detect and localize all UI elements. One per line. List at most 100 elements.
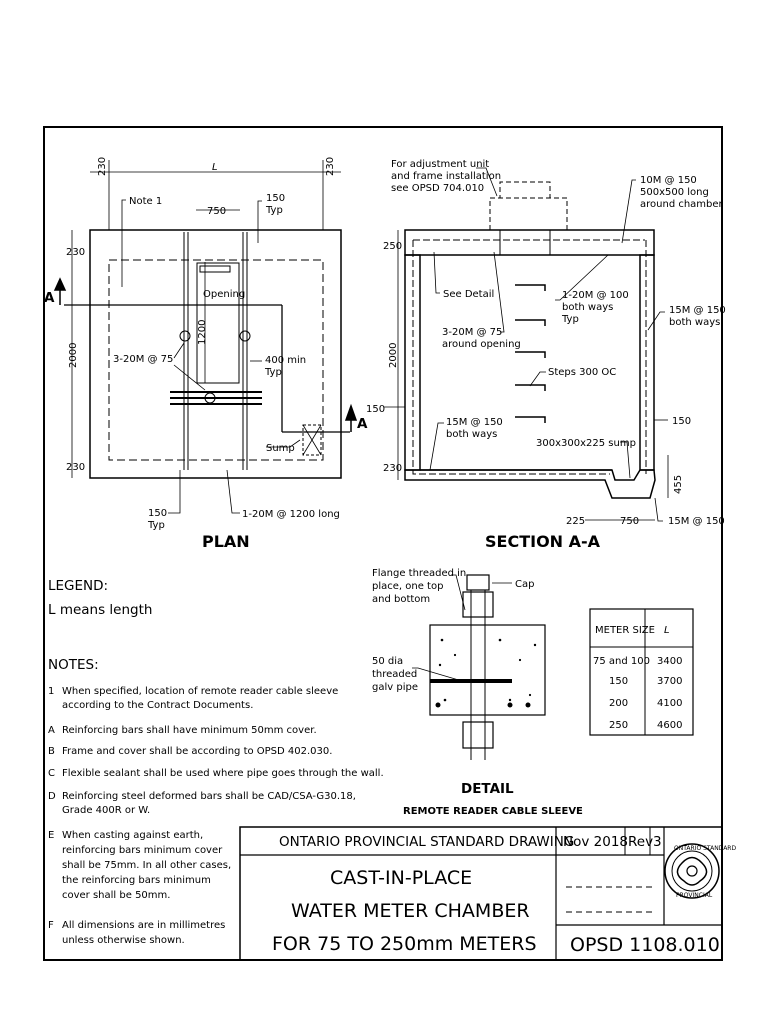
notes-heading: NOTES: (48, 657, 99, 673)
plan-section-marker-right: A (344, 403, 368, 432)
section-15m-bottom: 15M @ 150 (668, 516, 725, 527)
detail-wall (429, 624, 546, 716)
section-dim-2000: 2000 (388, 343, 399, 368)
note-key: 1 (48, 686, 54, 697)
section-dim-225: 225 (566, 516, 585, 527)
note-line: Reinforcing bars shall have minimum 50mm… (62, 725, 317, 736)
meter-table-cell: 4100 (657, 698, 682, 709)
plan-inner-wall (108, 259, 324, 461)
detail-title: DETAIL (461, 781, 514, 797)
plan-dim-length: L (212, 162, 218, 173)
section-dim-230: 230 (383, 463, 402, 474)
section-step (515, 384, 546, 391)
section-note-10m-3: around chamber (640, 199, 724, 210)
detail-flange-1: Flange threaded in (372, 568, 466, 579)
section-note-10m-2: 500x500 long (640, 187, 709, 198)
seal-text-top: ONTARIO STANDARD (674, 845, 736, 852)
detail-view (412, 574, 546, 760)
section-1-20m-100-1: 1-20M @ 100 (562, 290, 629, 301)
note-line: the reinforcing bars minimum (62, 875, 211, 886)
plan-1-20m: 1-20M @ 1200 long (242, 509, 340, 520)
note-line: When specified, location of remote reade… (62, 686, 338, 697)
section-title: SECTION A-A (485, 532, 601, 551)
note-line: cover shall be 50mm. (62, 890, 170, 901)
drawing-number: OPSD 1108.010 (570, 934, 720, 956)
plan-sump (302, 424, 322, 456)
title-date: Nov 2018 (563, 834, 628, 850)
plan-400-typ: Typ (264, 367, 282, 378)
detail-flange-bottom (462, 721, 494, 749)
meter-size-table (589, 608, 694, 736)
section-base-slab (404, 469, 656, 499)
section-sump: 300x300x225 sump (536, 438, 636, 449)
title-line-3: FOR 75 TO 250mm METERS (272, 933, 537, 955)
plan-150-bottom: 150 (148, 508, 167, 519)
section-top-slab (404, 229, 655, 256)
note-key: B (48, 746, 55, 757)
detail-aggregate-dots (435, 638, 537, 708)
plan-view (64, 160, 350, 514)
detail-pipe-1: 50 dia (372, 656, 403, 667)
note-key: E (48, 830, 54, 841)
note-key: C (48, 768, 55, 779)
section-15m-left-1: 15M @ 150 (446, 417, 503, 428)
title-block (239, 826, 723, 961)
section-step (515, 284, 546, 291)
plan-outer-wall (89, 229, 342, 479)
seal-text-bottom: PROVINCIAL (676, 892, 713, 899)
section-15m-right-2: both ways (669, 317, 720, 328)
section-15m-left-2: both ways (446, 429, 497, 440)
section-1-20m-100-2: both ways (562, 302, 613, 313)
plan-marker-label: A (44, 290, 55, 306)
note-key: D (48, 791, 56, 802)
plan-3-20m: 3-20M @ 75 (113, 354, 173, 365)
plan-dim-750: 750 (207, 206, 226, 217)
section-3-20m-75-2: around opening (442, 339, 521, 350)
section-1-20m-100-3: Typ (561, 314, 579, 325)
detail-cap-label: Cap (515, 579, 534, 590)
ontario-seal (664, 843, 720, 899)
section-dim-750: 750 (620, 516, 639, 527)
plan-opening-frame (199, 265, 231, 273)
note-line: Frame and cover shall be according to OP… (62, 746, 332, 757)
plan-marker-label: A (357, 416, 368, 432)
plan-sleeve (179, 330, 191, 342)
note-key: F (48, 920, 54, 931)
section-dim-250: 250 (383, 241, 402, 252)
section-dim-150-left: 150 (366, 404, 385, 415)
section-right-wall (639, 254, 655, 471)
section-note-adjust-3: see OPSD 704.010 (391, 183, 484, 194)
section-dim-455: 455 (673, 475, 684, 494)
plan-150-typ-2: Typ (265, 205, 283, 216)
note-line: Flexible sealant shall be used where pip… (62, 768, 384, 779)
plan-400-min: 400 min (265, 355, 306, 366)
title-rev-label: Rev (628, 834, 653, 850)
plan-typ-bottom: Typ (147, 520, 165, 531)
plan-dim-2000: 2000 (68, 343, 79, 368)
meter-table-header-length: L (664, 625, 670, 636)
section-note-adjust-1: For adjustment unit (391, 159, 489, 170)
plan-opening: Opening (203, 289, 245, 300)
section-dim-right-150: 150 (672, 416, 691, 427)
section-view (384, 167, 669, 522)
title-rev-value: 3 (653, 834, 662, 850)
meter-table-header-size: METER SIZE (595, 625, 655, 636)
section-step (515, 319, 546, 326)
plan-150-typ-1: 150 (266, 193, 285, 204)
plan-opening (196, 262, 240, 384)
note-key: A (48, 725, 55, 736)
title-line-1: CAST-IN-PLACE (330, 867, 472, 889)
note-line: All dimensions are in millimetres (62, 920, 225, 931)
plan-section-marker-left: A (44, 277, 67, 306)
plan-dim-230-right: 230 (325, 157, 336, 176)
meter-table-cell: 250 (609, 720, 628, 731)
legend-text: L means length (48, 602, 152, 618)
detail-flange-2: place, one top (372, 581, 443, 592)
plan-title: PLAN (202, 532, 250, 551)
note-line: Grade 400R or W. (62, 805, 150, 816)
meter-table-cell: 75 and 100 (593, 656, 650, 667)
plan-dim-230-top: 230 (66, 247, 85, 258)
section-3-20m-75-1: 3-20M @ 75 (442, 327, 502, 338)
meter-table-cell: 150 (609, 676, 628, 687)
detail-subtitle: REMOTE READER CABLE SLEEVE (403, 806, 583, 817)
